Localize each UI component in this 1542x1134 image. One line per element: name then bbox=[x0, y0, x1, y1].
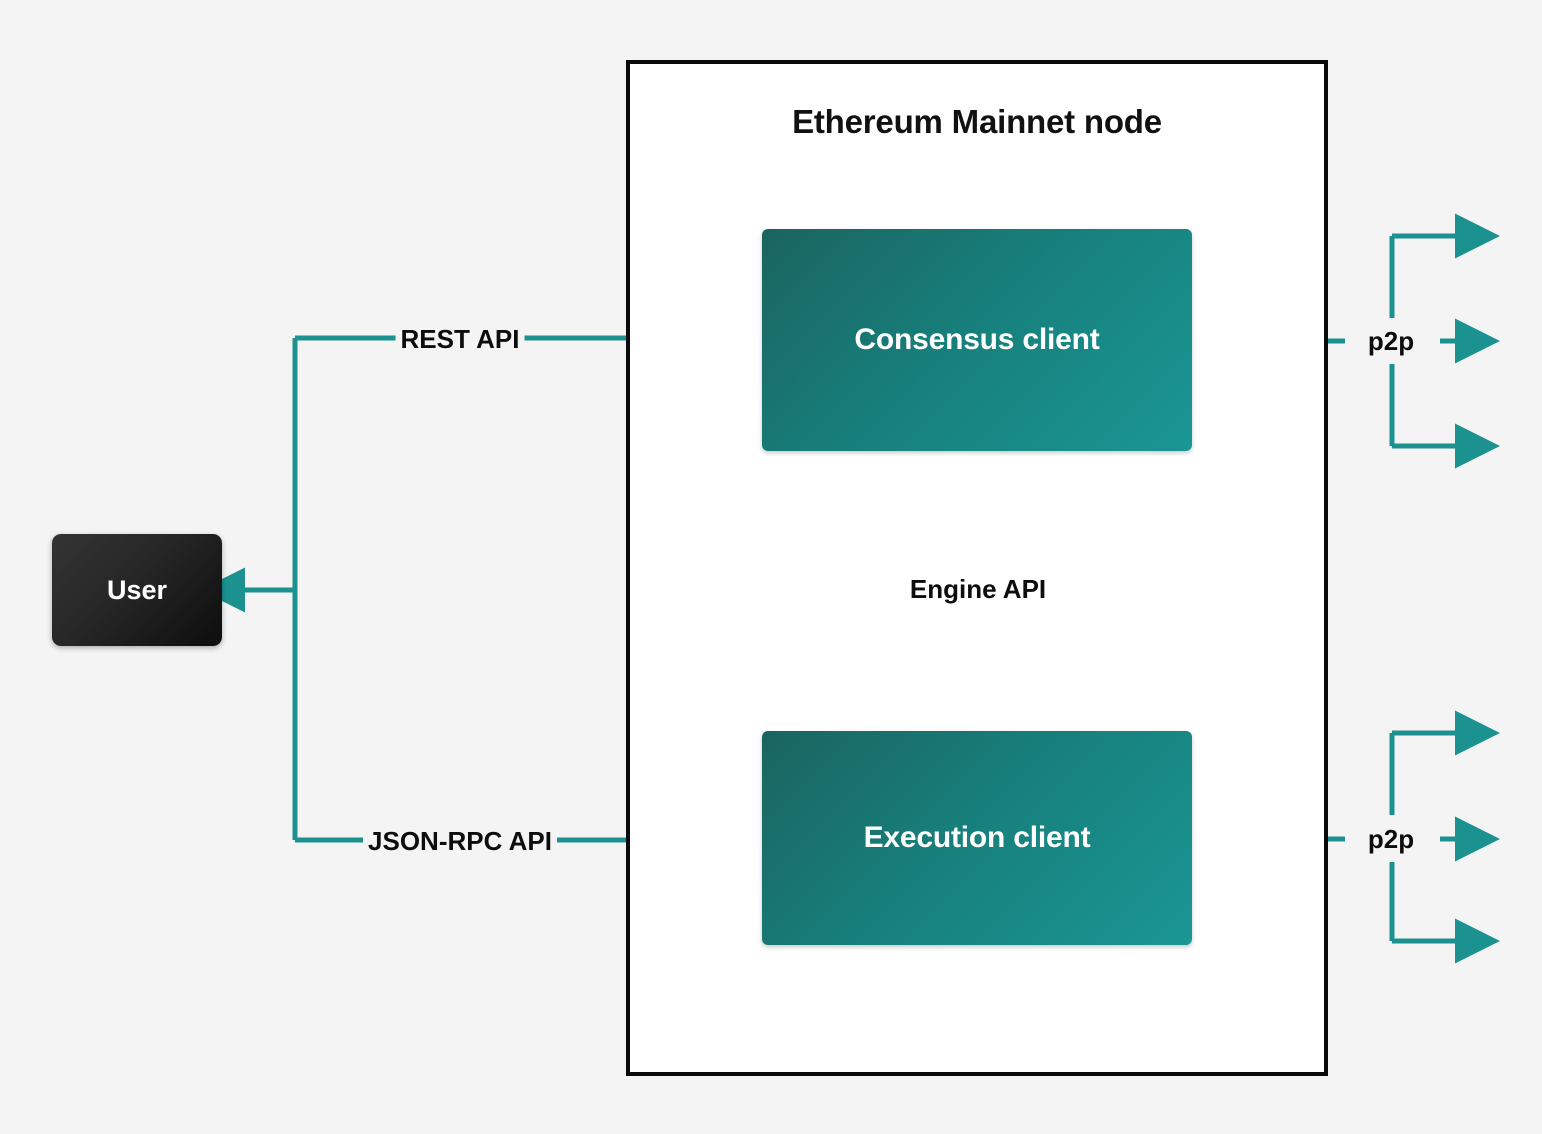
consensus-client-box[interactable]: Consensus client bbox=[762, 229, 1192, 451]
execution-client-label: Execution client bbox=[863, 821, 1091, 854]
execution-client-box[interactable]: Execution client bbox=[762, 731, 1192, 945]
engine-api-label: Engine API bbox=[904, 574, 1052, 604]
rest-api-label: REST API bbox=[395, 324, 525, 354]
user-box[interactable]: User bbox=[52, 534, 222, 646]
page-title: Ethereum Mainnet node bbox=[792, 103, 1162, 140]
p2p-bottom-label: p2p bbox=[1362, 824, 1420, 854]
p2p-top-label: p2p bbox=[1362, 326, 1420, 356]
consensus-client-label: Consensus client bbox=[854, 323, 1100, 356]
user-label: User bbox=[106, 574, 168, 605]
json-rpc-api-label: JSON-RPC API bbox=[363, 826, 557, 856]
